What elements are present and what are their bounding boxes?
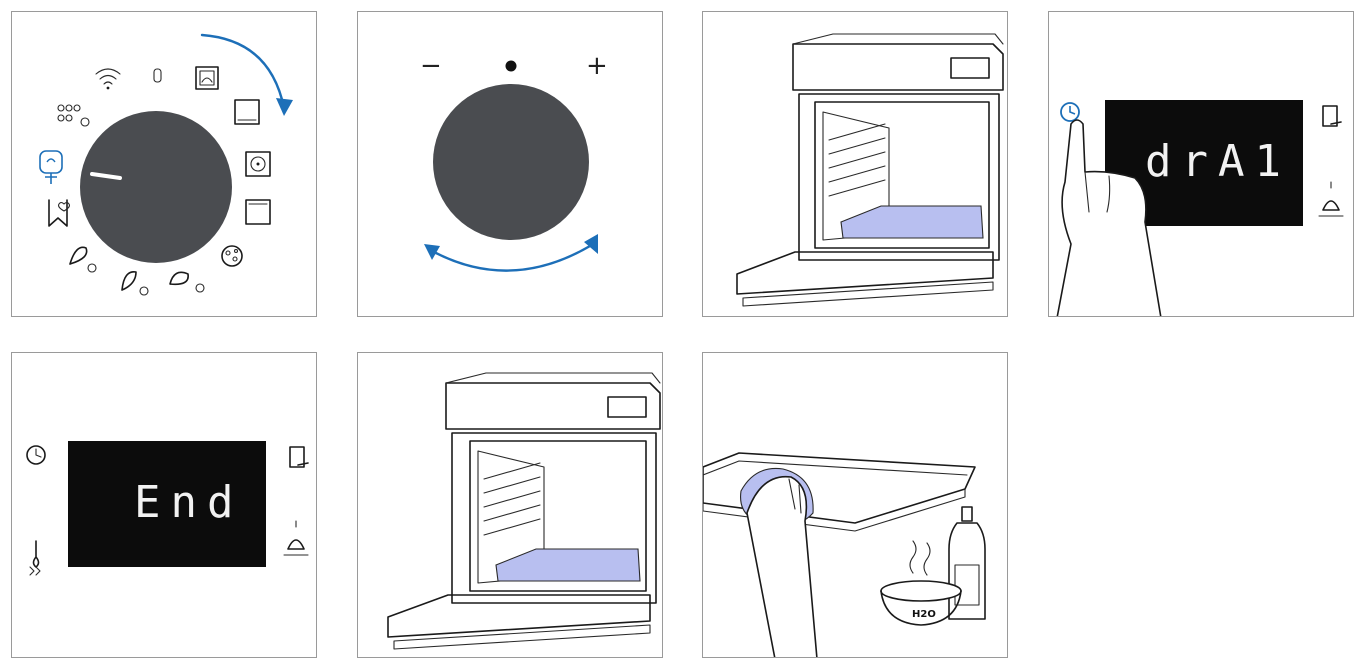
oven-display-window (950, 57, 990, 79)
leek-icon (121, 271, 149, 296)
door-icon (1322, 105, 1342, 127)
oven-illustration (736, 33, 1004, 307)
oven-rack-rails (828, 123, 886, 197)
oven-illustration-2 (387, 372, 661, 650)
door-icon (289, 446, 309, 468)
oven-control-panel (445, 382, 661, 430)
panel-wipe-tray: H2O (702, 352, 1008, 658)
clock-icon (26, 445, 46, 465)
lcd-text-drai: drA1 (1145, 136, 1291, 187)
panel-oven-tray (702, 11, 1008, 317)
thermometer-icon (29, 540, 41, 576)
rotate-arrow-arc (200, 33, 286, 110)
minus-symbol: − (420, 51, 442, 81)
top-heat-icon (245, 199, 271, 225)
oven-body (798, 93, 1000, 261)
function-knob (80, 111, 232, 263)
adjust-arrow-left-head (424, 244, 440, 260)
rotate-arrow-head (276, 98, 293, 116)
bookmark-heart-icon (48, 199, 70, 227)
tray (840, 205, 984, 239)
pizza-icon (221, 245, 243, 267)
oven-door-handle (742, 281, 994, 307)
steam-icon (39, 150, 63, 184)
oven-display-window (607, 396, 647, 418)
clock-icon (1060, 102, 1080, 122)
avocado-icon (169, 271, 205, 293)
detergent-bottle (948, 506, 986, 620)
bluetooth-icon (153, 68, 162, 83)
top-bottom-heat-icon (234, 99, 260, 125)
wiping-hand (746, 475, 818, 657)
grill-icon (195, 66, 219, 90)
panel-end-display: End (11, 352, 317, 658)
light-icon (1318, 181, 1344, 217)
oven-rack-rails (483, 462, 541, 536)
panel-function-knob (11, 11, 317, 317)
adjust-knob (433, 84, 589, 240)
water-label: H2O (912, 609, 936, 620)
tray (495, 548, 641, 582)
light-icon (283, 520, 309, 556)
panel-adjust-knob: − + (357, 11, 663, 317)
wifi-icon (95, 68, 121, 90)
display-touch-illustration (1056, 102, 1344, 316)
adjust-arrow-arc (432, 244, 592, 272)
lcd-display-end (68, 441, 266, 567)
function-knob-illustration (39, 33, 293, 296)
oven-body (451, 432, 657, 604)
water-bowl (880, 540, 962, 626)
oven-door-handle (393, 624, 651, 650)
plus-symbol: + (586, 51, 608, 81)
oven-door-open (736, 251, 994, 295)
carrot-icon (69, 246, 97, 273)
wipe-tray-illustration (703, 452, 986, 657)
knob-indicator (90, 172, 122, 180)
adjust-knob-illustration: − + (420, 51, 608, 272)
panel-display-touch: drA1 (1048, 11, 1354, 317)
lcd-text-end: End (134, 477, 244, 528)
oven-cavity (814, 101, 990, 249)
oven-control-panel (792, 43, 1004, 91)
knob-position-dot (505, 60, 517, 72)
eggs-icon (57, 104, 90, 127)
fan-heat-icon (245, 151, 271, 177)
end-display-illustration (26, 445, 309, 576)
oven-cavity (469, 440, 647, 592)
adjust-arrow-right-head (584, 234, 598, 254)
panel-oven-tray-2 (357, 352, 663, 658)
pointing-hand (1056, 119, 1162, 316)
oven-door-open (387, 594, 651, 638)
